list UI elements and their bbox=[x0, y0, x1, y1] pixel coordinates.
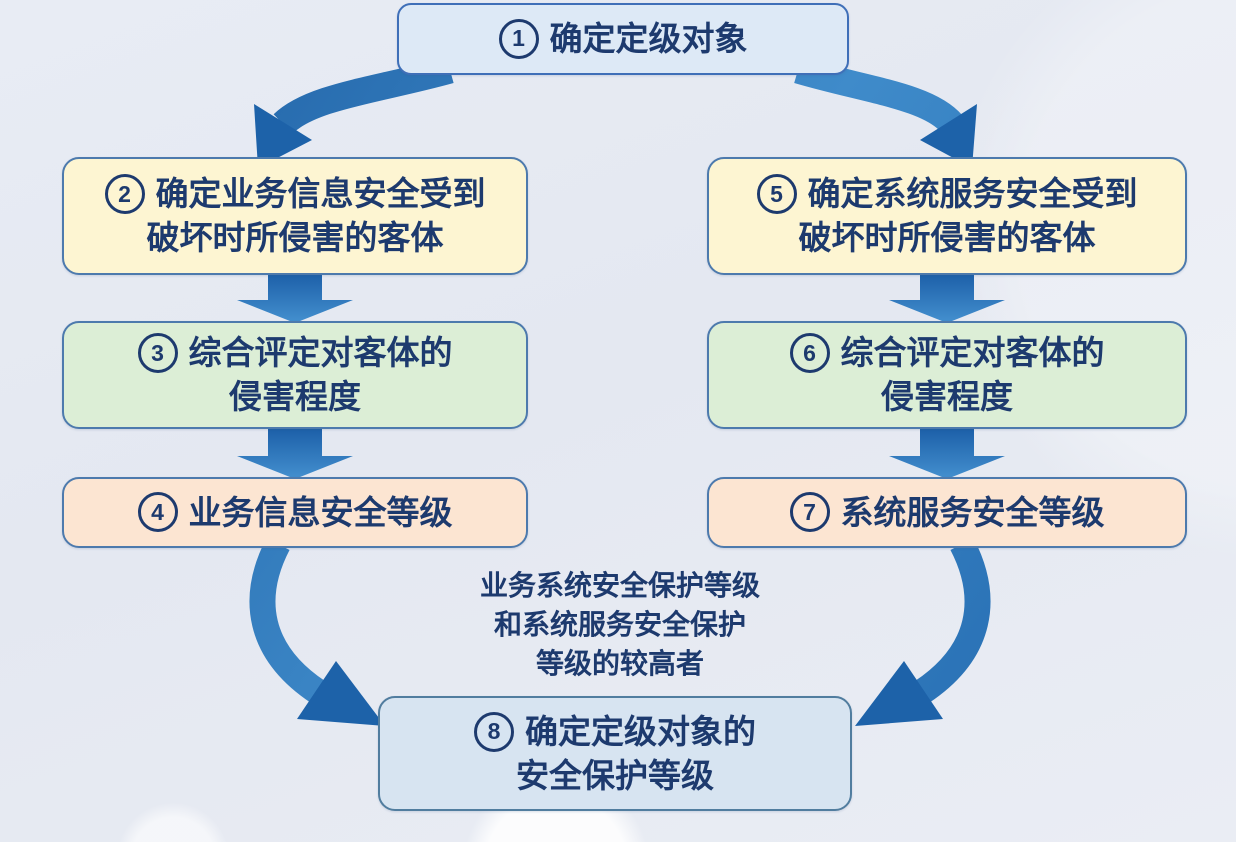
step-3-label-line2: 侵害程度 bbox=[229, 378, 361, 415]
flow-step-4: 4 业务信息安全等级 bbox=[62, 477, 528, 548]
flow-step-1: 1 确定定级对象 bbox=[397, 3, 849, 75]
step-1-number-badge: 1 bbox=[498, 18, 539, 59]
flow-step-2: 2 确定业务信息安全受到 破坏时所侵害的客体 bbox=[62, 157, 528, 275]
step-3-number-badge: 3 bbox=[137, 333, 178, 374]
step-4-label: 业务信息安全等级 bbox=[188, 493, 453, 531]
step-4-number-badge: 4 bbox=[137, 492, 178, 533]
step-6-label-line2: 侵害程度 bbox=[881, 378, 1013, 415]
arrow-step5-to-step6 bbox=[889, 272, 1005, 323]
step-6-number-badge: 6 bbox=[789, 333, 830, 374]
flow-step-7: 7 系统服务安全等级 bbox=[707, 477, 1187, 548]
step-2-number-badge: 2 bbox=[104, 174, 145, 215]
arrow-step4-to-step8 bbox=[249, 538, 385, 726]
step-8-number-badge: 8 bbox=[474, 711, 514, 752]
arrow-step3-to-step4 bbox=[237, 427, 353, 479]
step-1-label: 确定定级对象 bbox=[549, 20, 748, 58]
step-8-label-line2: 安全保护等级 bbox=[516, 756, 714, 794]
step-5-number-badge: 5 bbox=[756, 174, 797, 215]
step-3-label: 综合评定对客体的 bbox=[188, 334, 453, 372]
arrow-step1-to-step5 bbox=[794, 57, 977, 168]
flow-step-8: 8 确定定级对象的 安全保护等级 bbox=[378, 696, 852, 811]
arrow-step1-to-step2 bbox=[254, 56, 454, 168]
arrow-step7-to-step8 bbox=[855, 538, 991, 726]
step-7-number-badge: 7 bbox=[789, 492, 830, 533]
step-7-label: 系统服务安全等级 bbox=[840, 493, 1105, 531]
flow-step-6: 6 综合评定对客体的 侵害程度 bbox=[707, 321, 1187, 429]
arrow-step2-to-step3 bbox=[237, 272, 353, 323]
arrow-step6-to-step7 bbox=[889, 427, 1005, 479]
step-6-label: 综合评定对客体的 bbox=[840, 334, 1105, 372]
max-level-annotation: 业务系统安全保护等级 和系统服务安全保护 等级的较高者 bbox=[479, 570, 760, 680]
step-2-label: 确定业务信息安全受到 bbox=[155, 175, 486, 213]
flow-step-3: 3 综合评定对客体的 侵害程度 bbox=[62, 321, 528, 429]
step-2-label-line2: 破坏时所侵害的客体 bbox=[146, 219, 444, 256]
step-8-label: 确定定级对象的 bbox=[525, 712, 756, 750]
step-5-label-line2: 破坏时所侵害的客体 bbox=[798, 219, 1096, 256]
step-5-label: 确定系统服务安全受到 bbox=[807, 175, 1138, 213]
flow-step-5: 5 确定系统服务安全受到 破坏时所侵害的客体 bbox=[707, 157, 1187, 275]
